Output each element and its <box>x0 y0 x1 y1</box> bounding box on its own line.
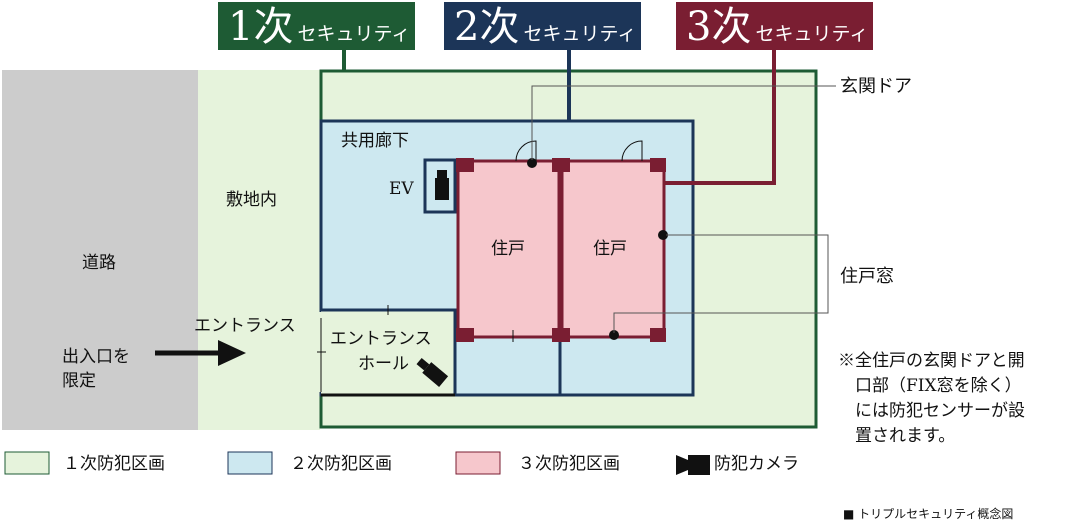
title-box-3-text: セキュリティ <box>755 23 868 45</box>
sensor-window-right <box>658 230 668 240</box>
site-area <box>198 70 320 430</box>
limit-label-1: 出入口を <box>62 347 130 367</box>
title-box-2-num: 2次 <box>454 4 519 50</box>
note-line-1: ※全住戸の玄関ドアと開 <box>838 351 1025 371</box>
unit-right-label: 住戸 <box>593 239 627 259</box>
title-box-1: 1次セキュリティ <box>218 2 415 50</box>
caption: ■ トリプルセキュリティ概念図 <box>843 506 1013 521</box>
unit-left <box>456 159 561 339</box>
title-box-2-text: セキュリティ <box>523 23 636 45</box>
unit-pillars <box>456 158 666 342</box>
site-label: 敷地内 <box>226 190 277 210</box>
entry-arrow <box>155 340 246 366</box>
camera-entrance-icon <box>416 357 449 387</box>
camera-ev-icon <box>435 170 449 200</box>
ev-label: EV <box>389 179 414 199</box>
limit-label-2: 限定 <box>62 371 96 391</box>
camera-icon <box>676 455 688 475</box>
note-line-3: には防犯センサーが設 <box>855 401 1025 421</box>
entrance-hall-wall <box>321 308 457 395</box>
door-arc-right <box>621 140 643 162</box>
note-line-4: 置されます。 <box>855 426 955 446</box>
legend-zone2-label: ２次防犯区画 <box>290 454 392 474</box>
title-box-1-text: セキュリティ <box>297 23 410 45</box>
road-label: 道路 <box>82 253 116 273</box>
legend-zone1: １次防犯区画 <box>4 451 165 475</box>
callout-window <box>613 234 829 333</box>
unit-right <box>560 159 666 339</box>
door-arc-left <box>515 140 537 162</box>
sensor-front-door <box>527 158 537 168</box>
legend-zone1-label: １次防犯区画 <box>63 454 165 474</box>
callout-front-door <box>531 85 836 160</box>
title-box-3: 3次セキュリティ <box>676 2 873 50</box>
unit-window-label: 住戸窓 <box>840 266 894 287</box>
legend-zone3: ３次防犯区画 <box>455 451 620 475</box>
title-box-3-num: 3次 <box>686 4 751 50</box>
note-line-2: 口部（FIX窓を除く） <box>855 376 1022 396</box>
legend-camera: 防犯カメラ <box>676 454 799 475</box>
entrance-hall-label-1: エントランス <box>330 329 432 349</box>
title-box-2: 2次セキュリティ <box>444 2 641 50</box>
entrance-hall-label-2: ホール <box>358 354 409 374</box>
corridor-label: 共用廊下 <box>341 131 409 151</box>
legend-zone3-label: ３次防犯区画 <box>518 454 620 474</box>
title-box-1-num: 1次 <box>228 4 293 50</box>
legend-camera-label: 防犯カメラ <box>714 454 799 474</box>
front-door-label: 玄関ドア <box>840 76 912 97</box>
sensor-window-lower <box>609 330 619 340</box>
entrance-label: エントランス <box>194 316 296 336</box>
road-area <box>2 70 198 430</box>
legend-zone2: ２次防犯区画 <box>227 451 392 475</box>
unit-left-label: 住戸 <box>491 239 525 259</box>
connector-3 <box>664 50 776 185</box>
